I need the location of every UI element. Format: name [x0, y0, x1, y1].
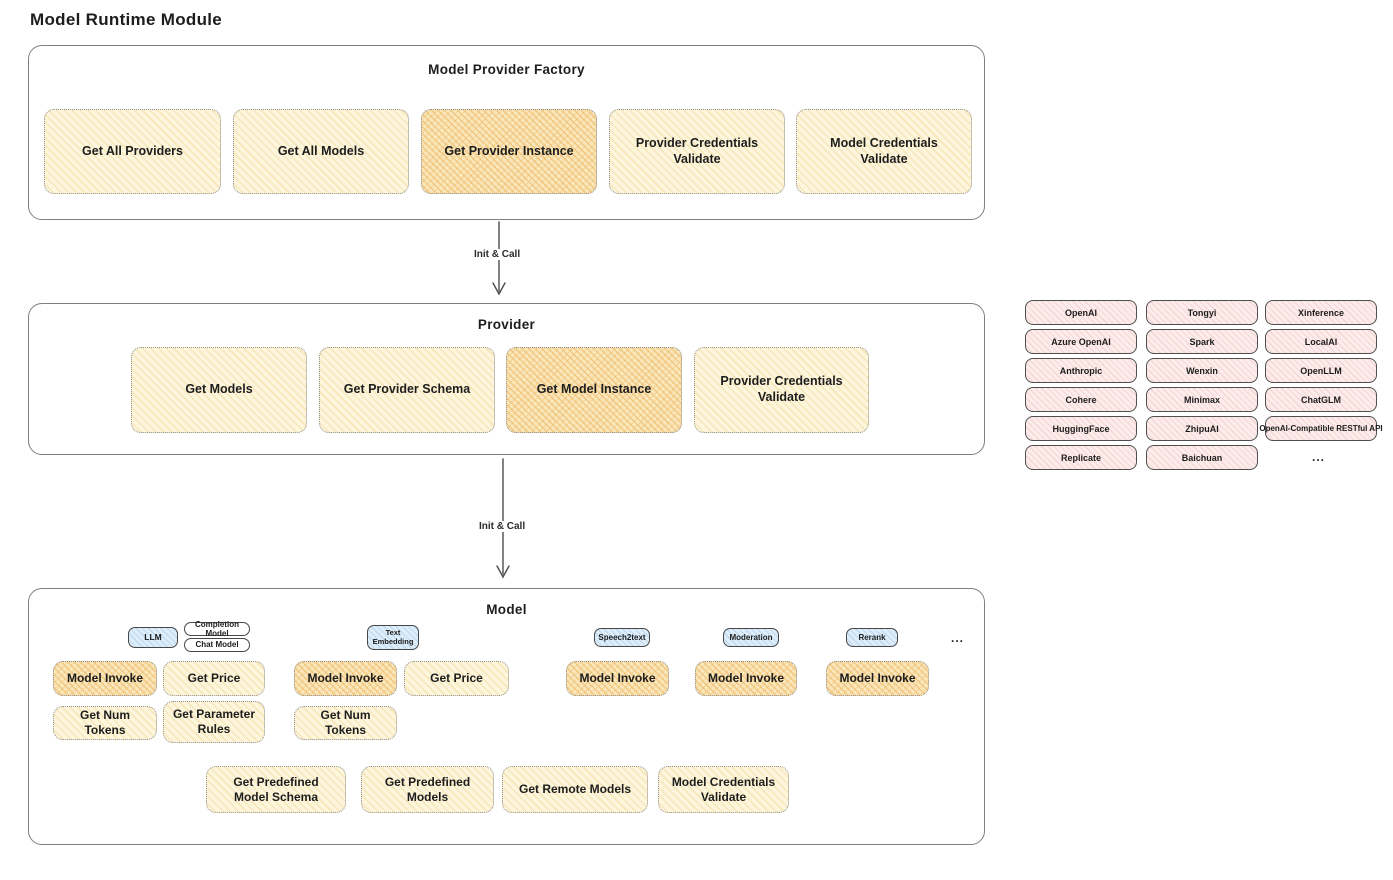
llm-get-parameter-rules: Get Parameter Rules [163, 701, 265, 743]
provider-chip-azure-openai: Azure OpenAI [1025, 329, 1137, 354]
get-predefined-models: Get Predefined Models [361, 766, 494, 813]
badge-moderation: Moderation [723, 628, 779, 647]
provider-chip-replicate: Replicate [1025, 445, 1137, 470]
llm-get-price: Get Price [163, 661, 265, 696]
moderation-model-invoke: Model Invoke [695, 661, 797, 696]
provider-chip-wenxin: Wenxin [1146, 358, 1258, 383]
badge-text-embedding: Text Embedding [367, 625, 419, 650]
factory-box-provider-credentials-validate: Provider Credentials Validate [609, 109, 785, 194]
badge-llm: LLM [128, 627, 178, 648]
provider-chip-openai: OpenAI [1025, 300, 1137, 325]
factory-title: Model Provider Factory [428, 62, 585, 77]
init-call-label-1: Init & Call [471, 249, 524, 260]
provider-box-provider-credentials-validate: Provider Credentials Validate [694, 347, 869, 433]
provider-title: Provider [477, 317, 536, 332]
factory-box-model-credentials-validate: Model Credentials Validate [796, 109, 972, 194]
init-call-arrow-2 [496, 458, 510, 579]
provider-chip-spark: Spark [1146, 329, 1258, 354]
get-predefined-model-schema: Get Predefined Model Schema [206, 766, 346, 813]
provider-chip-baichuan: Baichuan [1146, 445, 1258, 470]
model-credentials-validate: Model Credentials Validate [658, 766, 789, 813]
provider-chip-openai-compatible-restful-api: OpenAI-Compatible RESTful API [1259, 416, 1383, 441]
init-call-arrow-1 [492, 221, 506, 296]
rerank-model-invoke: Model Invoke [826, 661, 929, 696]
provider-chip-xinference: Xinference [1265, 300, 1377, 325]
llm-get-num-tokens: Get Num Tokens [53, 706, 157, 740]
init-call-label-2: Init & Call [476, 521, 529, 532]
page-title: Model Runtime Module [30, 10, 223, 29]
provider-chip-tongyi: Tongyi [1146, 300, 1258, 325]
get-remote-models: Get Remote Models [502, 766, 648, 813]
provider-chip-huggingface: HuggingFace [1025, 416, 1137, 441]
provider-chip-cohere: Cohere [1025, 387, 1137, 412]
provider-chip-minimax: Minimax [1146, 387, 1258, 412]
factory-container: Model Provider Factory Get All Providers… [28, 45, 985, 220]
provider-chip-chatglm: ChatGLM [1265, 387, 1377, 412]
provider-container: Provider Get Models Get Provider Schema … [28, 303, 985, 455]
badge-completion-model: Completion Model [184, 620, 250, 638]
model-badges-more-dots: ... [951, 631, 965, 645]
provider-box-get-model-instance: Get Model Instance [506, 347, 682, 433]
badge-rerank: Rerank [846, 628, 898, 647]
model-container: Model LLM Completion Model Chat Model Te… [28, 588, 985, 845]
llm-model-invoke: Model Invoke [53, 661, 157, 696]
provider-box-get-provider-schema: Get Provider Schema [319, 347, 495, 433]
provider-chip-zhipuai: ZhipuAI [1146, 416, 1258, 441]
factory-box-get-all-providers: Get All Providers [44, 109, 221, 194]
text-embedding-get-num-tokens: Get Num Tokens [294, 706, 397, 740]
provider-chip-anthropic: Anthropic [1025, 358, 1137, 383]
provider-chip-openllm: OpenLLM [1265, 358, 1377, 383]
speech2text-model-invoke: Model Invoke [566, 661, 669, 696]
factory-box-get-provider-instance: Get Provider Instance [421, 109, 597, 194]
provider-box-get-models: Get Models [131, 347, 307, 433]
provider-chip-localai: LocalAI [1265, 329, 1377, 354]
factory-box-get-all-models: Get All Models [233, 109, 409, 194]
model-title: Model [486, 602, 527, 617]
badge-speech2text: Speech2text [594, 628, 650, 647]
text-embedding-model-invoke: Model Invoke [294, 661, 397, 696]
text-embedding-get-price: Get Price [404, 661, 509, 696]
badge-chat-model: Chat Model [184, 638, 250, 652]
providers-grid-more-dots: ... [1312, 450, 1326, 464]
